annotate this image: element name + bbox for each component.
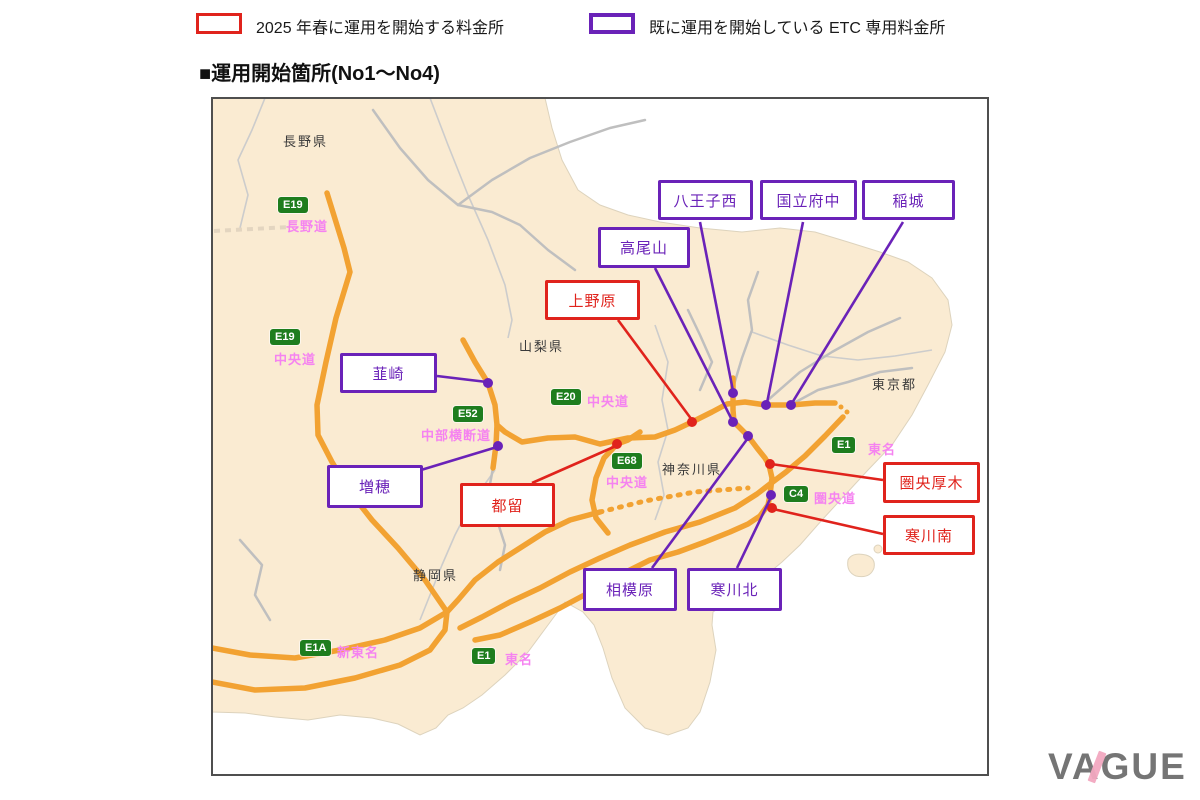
- page-title: ■運用開始箇所(No1〜No4): [199, 63, 440, 85]
- callout-line-10: [650, 437, 750, 569]
- gate-dot-3: [728, 417, 738, 427]
- callout-line-4: [616, 319, 694, 421]
- gate-box-5: 韮崎: [340, 353, 437, 393]
- vague-logo: VAGUE: [1048, 746, 1187, 787]
- gate-label: 稲城: [892, 192, 925, 210]
- gate-dot-8: [765, 459, 775, 469]
- road-name-label-5: 東名: [868, 442, 897, 457]
- road-badge-e19-1: E19: [270, 329, 300, 346]
- road-name-label-7: 新東名: [337, 645, 380, 660]
- gate-box-10: 相模原: [583, 568, 677, 611]
- gate-label: 上野原: [568, 292, 617, 310]
- road-badge-e1-5: E1: [832, 437, 856, 454]
- gate-box-8: 圏央厚木: [883, 462, 980, 503]
- prefecture-label-2: 神奈川県: [662, 462, 723, 477]
- gate-label: 寒川南: [904, 527, 953, 545]
- gate-label: 寒川北: [710, 582, 759, 599]
- callout-line-1: [765, 221, 805, 404]
- road-badge-c4-6: C4: [784, 486, 809, 503]
- gate-box-4: 上野原: [545, 280, 640, 320]
- gate-label: 高尾山: [619, 240, 668, 257]
- gate-label: 相模原: [605, 582, 654, 599]
- gate-box-2: 稲城: [862, 180, 955, 220]
- gate-box-9: 寒川南: [883, 515, 975, 555]
- prefecture-label-1: 山梨県: [519, 339, 565, 354]
- road-badge-e1a-7: E1A: [300, 640, 332, 657]
- road-badge-e20-3: E20: [551, 389, 581, 406]
- prefecture-label-0: 長野県: [283, 134, 329, 149]
- gate-dot-7: [612, 439, 622, 449]
- gate-label: 韮崎: [372, 365, 405, 383]
- gate-label: 圏央厚木: [899, 475, 964, 492]
- callout-line-3: [653, 267, 734, 421]
- gate-box-6: 増穂: [327, 465, 423, 508]
- road-badge-e52-2: E52: [453, 406, 483, 423]
- callout-line-6: [420, 445, 498, 472]
- gate-box-7: 都留: [460, 483, 555, 527]
- callout-line-8: [770, 462, 884, 482]
- legend-swatch-new: [196, 13, 242, 34]
- legend-swatch-existing: [589, 13, 635, 34]
- road-name-label-1: 中央道: [274, 352, 317, 367]
- gate-label: 国立府中: [776, 192, 841, 210]
- callout-line-7: [531, 444, 617, 485]
- legend-label-existing: 既に運用を開始している ETC 専用料金所: [649, 20, 946, 37]
- callout-lines: [420, 221, 905, 569]
- gate-dot-5: [483, 378, 493, 388]
- gate-dot-9: [767, 503, 777, 513]
- road-name-label-3: 中央道: [587, 394, 630, 409]
- prefecture-label-3: 東京都: [872, 377, 918, 392]
- map-land: [212, 98, 953, 736]
- expressway-dashed: [213, 225, 850, 515]
- gate-dot-11: [766, 490, 776, 500]
- road-name-label-2: 中部横断道: [421, 428, 492, 443]
- road-badge-e1-8: E1: [472, 648, 496, 665]
- gate-label: 増穂: [358, 479, 391, 496]
- gate-dot-0: [728, 388, 738, 398]
- road-name-label-0: 長野道: [286, 219, 329, 234]
- gate-box-0: 八王子西: [658, 180, 753, 220]
- road-name-label-4: 中央道: [606, 475, 649, 490]
- callout-line-5: [436, 374, 488, 384]
- gate-box-11: 寒川北: [687, 568, 782, 611]
- road-badge-e68-4: E68: [612, 453, 642, 470]
- road-badge-e19-0: E19: [278, 197, 308, 214]
- gate-label: 八王子西: [673, 192, 738, 210]
- legend-label-new: 2025 年春に運用を開始する料金所: [256, 20, 505, 37]
- gate-dot-10: [743, 431, 753, 441]
- gate-dot-1: [761, 400, 771, 410]
- gate-dot-4: [687, 417, 697, 427]
- gate-label: 都留: [491, 497, 524, 515]
- prefecture-label-4: 静岡県: [413, 568, 459, 583]
- callout-line-9: [772, 507, 884, 536]
- road-name-label-8: 東名: [505, 652, 534, 667]
- callout-line-11: [735, 496, 773, 569]
- gate-box-1: 国立府中: [760, 180, 857, 220]
- callout-line-2: [790, 221, 905, 404]
- gate-dot-2: [786, 400, 796, 410]
- road-name-label-6: 圏央道: [814, 491, 857, 506]
- map-frame: [211, 97, 989, 776]
- gate-box-3: 高尾山: [598, 227, 690, 268]
- callout-line-0: [698, 221, 735, 392]
- gate-dot-6: [493, 441, 503, 451]
